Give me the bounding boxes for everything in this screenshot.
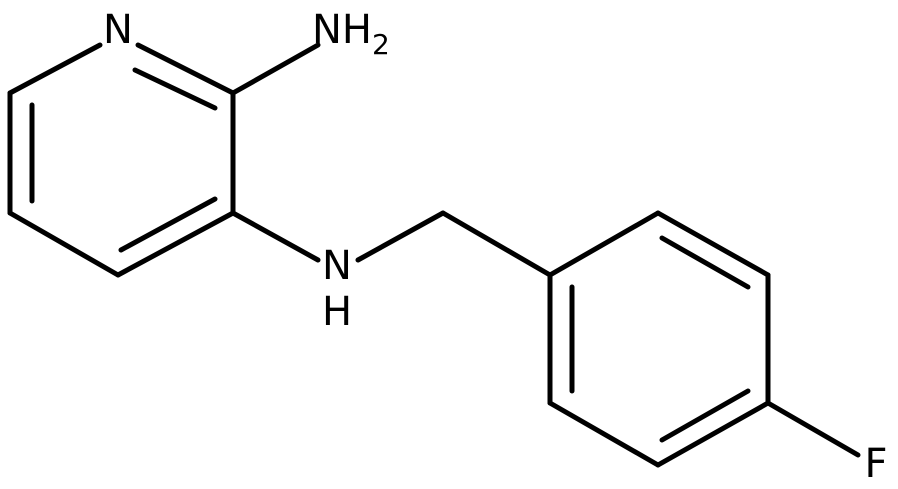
bond-c2-nh2: [230, 42, 321, 96]
bond-n-c2: [135, 42, 236, 96]
amine-nitrogen-label: N: [322, 243, 352, 289]
fluorophenyl-ring: [547, 210, 771, 468]
amino-subscript-label: 2: [372, 28, 390, 61]
bond-b5-b6: [547, 400, 661, 468]
bond-c4-c3: [115, 210, 236, 278]
bond-c2-c2-double: [132, 67, 218, 111]
ring-nitrogen-label: N: [103, 7, 133, 53]
bond-n-c6: [7, 42, 103, 96]
bond-b4-b5: [655, 400, 771, 468]
bond-b4-b5-double: [659, 388, 751, 443]
bond-c5-c4: [7, 210, 121, 278]
bond-nh-ch2: [355, 210, 446, 263]
bond-ch2-benzyl: [440, 210, 553, 278]
bond-b2-b3-double: [659, 235, 751, 290]
bond-b2-b3: [655, 210, 771, 278]
amino-nh-label: NH: [312, 7, 372, 53]
bond-c4-c3-double: [118, 196, 218, 253]
amine-hydrogen-label: H: [322, 289, 352, 335]
fluorine-label: F: [864, 441, 887, 487]
amino-group-label: NH2: [312, 7, 390, 61]
pyridine-ring: [7, 42, 236, 278]
bond-c-f: [765, 400, 861, 458]
bond-c3-nh: [230, 210, 321, 263]
bond-b1-b2: [547, 210, 661, 278]
